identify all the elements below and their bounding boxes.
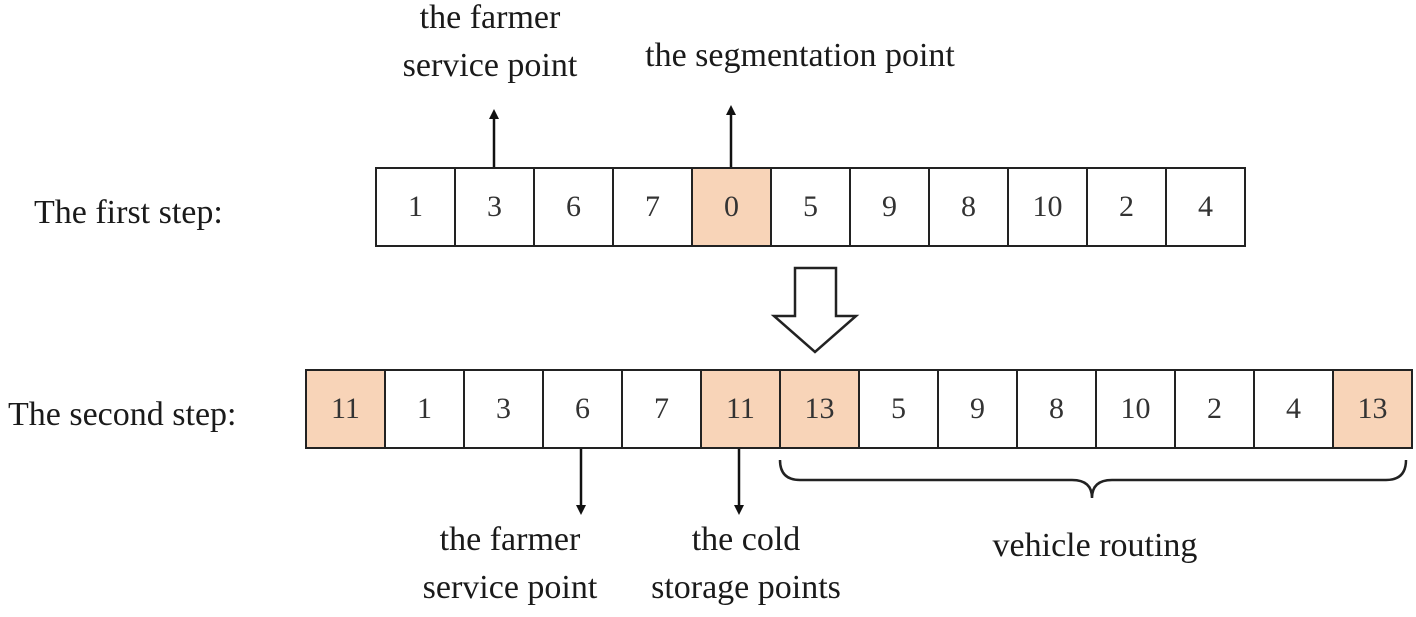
step1-cell-0: 1 — [377, 169, 456, 245]
farmer-service-point-bottom-label: the farmer service point — [400, 516, 620, 612]
step1-cell-8: 10 — [1009, 169, 1088, 245]
step2-cell-11: 2 — [1176, 371, 1255, 447]
step2-cell-9: 8 — [1018, 371, 1097, 447]
vehicle-routing-label: vehicle routing — [992, 527, 1198, 564]
step1-cell-3: 7 — [614, 169, 693, 245]
cold-storage-line-1: the cold — [691, 521, 801, 558]
farmer-bottom-line-1: the farmer — [439, 521, 581, 558]
cold-storage-points-label: the cold storage points — [636, 516, 856, 612]
transform-down-arrow-icon — [770, 266, 860, 354]
step1-cell-9: 2 — [1088, 169, 1167, 245]
farmer-bottom-line-2: service point — [422, 569, 598, 606]
step1-cell-10: 4 — [1167, 169, 1246, 245]
step2-cell-3: 6 — [544, 371, 623, 447]
first-step-label: The first step: — [34, 194, 223, 231]
step1-cell-1: 3 — [456, 169, 535, 245]
step2-cell-5: 11 — [702, 371, 781, 447]
step2-cell-7: 5 — [860, 371, 939, 447]
step2-cell-10: 10 — [1097, 371, 1176, 447]
vehicle-routing-brace — [778, 459, 1408, 499]
farmer-service-point-top-label: the farmer service point — [380, 0, 600, 90]
step2-cell-2: 3 — [465, 371, 544, 447]
step2-cell-8: 9 — [939, 371, 1018, 447]
farmer-top-line-2: service point — [402, 47, 578, 84]
step1-cell-7: 8 — [930, 169, 1009, 245]
step2-cell-4: 7 — [623, 371, 702, 447]
step1-cell-4: 0 — [693, 169, 772, 245]
step2-cell-13: 13 — [1334, 371, 1413, 447]
step2-cell-12: 4 — [1255, 371, 1334, 447]
step1-cell-6: 9 — [851, 169, 930, 245]
step2-cell-1: 1 — [386, 371, 465, 447]
step2-cell-6: 13 — [781, 371, 860, 447]
second-step-label: The second step: — [8, 396, 237, 433]
cold-storage-line-2: storage points — [651, 569, 841, 606]
segmentation-point-label: the segmentation point — [645, 37, 955, 74]
farmer-top-line-1: the farmer — [419, 0, 561, 36]
step2-cell-0: 11 — [307, 371, 386, 447]
step1-cell-5: 5 — [772, 169, 851, 245]
step1-cell-2: 6 — [535, 169, 614, 245]
